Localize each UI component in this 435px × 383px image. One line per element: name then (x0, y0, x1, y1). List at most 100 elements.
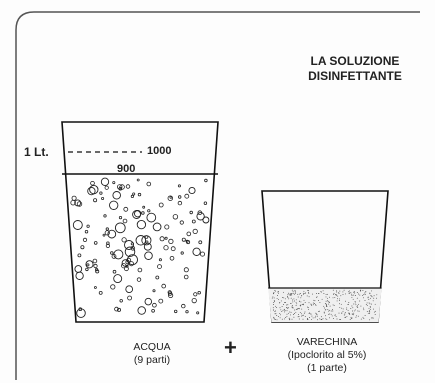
speckle-dot (357, 307, 359, 308)
speckle-dot (366, 311, 368, 313)
speckle-dot (290, 294, 292, 296)
speckle-dot (351, 295, 353, 296)
speckle-dot (301, 308, 303, 310)
bubble (141, 235, 152, 246)
speckle-dot (326, 306, 328, 307)
speckle-dot (338, 312, 340, 314)
bubble (76, 308, 86, 318)
speckle-dot (285, 302, 286, 303)
bubble (89, 184, 99, 195)
bubble (141, 211, 145, 215)
speckle-dot (273, 317, 275, 319)
speckle-dot (354, 302, 356, 304)
speckle-dot (282, 297, 284, 299)
speckle-dot (281, 306, 283, 307)
speckle-dot (307, 306, 309, 308)
speckle-dot (346, 315, 348, 317)
speckle-dot (298, 316, 300, 318)
speckle-dot (281, 311, 283, 312)
speckle-dot (315, 296, 317, 298)
speckle-dot (320, 316, 322, 318)
level-1000-label: 1000 (147, 145, 172, 157)
speckle-dot (290, 311, 292, 313)
bubble (184, 193, 190, 199)
speckle-dot (348, 291, 350, 293)
speckle-dot (316, 296, 318, 298)
speckle-dot (341, 307, 343, 309)
speckle-dot (309, 317, 311, 318)
bubble (204, 178, 208, 183)
bubble (119, 184, 125, 190)
speckle-dot (310, 303, 312, 305)
speckle-dot (295, 301, 297, 303)
speckle-dot (332, 289, 334, 291)
bubble (198, 240, 203, 245)
speckle-dot (327, 309, 329, 311)
speckle-dot (329, 309, 330, 311)
bubble (107, 229, 117, 239)
speckle-dot (287, 294, 289, 296)
speckle-dot (308, 308, 310, 310)
water-fill (62, 174, 218, 322)
speckle-dot (310, 318, 312, 320)
speckle-dot (279, 312, 281, 314)
speckle-dot (307, 306, 308, 308)
speckle-dot (340, 319, 341, 321)
speckle-dot (273, 304, 275, 305)
speckle-dot (274, 310, 276, 312)
speckle-dot (328, 301, 330, 303)
speckle-dot (317, 310, 319, 312)
speckle-dot (339, 298, 341, 300)
speckle-dot (360, 305, 362, 307)
speckle-dot (316, 293, 318, 294)
speckle-dot (366, 302, 368, 304)
bubble (169, 255, 175, 261)
bubble (72, 220, 83, 230)
speckle-dot (294, 291, 296, 293)
speckle-dot (306, 295, 308, 297)
speckle-dot (293, 316, 295, 318)
speckle-dot (274, 305, 276, 307)
speckle-dot (306, 318, 308, 320)
speckle-dot (369, 293, 371, 295)
speckle-dot (292, 299, 293, 301)
speckle-dot (292, 314, 294, 315)
speckle-dot (369, 306, 371, 308)
speckle-dot (274, 311, 276, 312)
bubble (136, 178, 140, 182)
speckle-dot (291, 305, 293, 306)
speckle-dot (336, 291, 338, 293)
speckle-dot (320, 290, 322, 292)
speckle-dot (349, 292, 351, 294)
speckle-dot (365, 304, 367, 305)
bubble (87, 186, 96, 196)
speckle-dot (363, 309, 365, 311)
bubble (180, 251, 184, 255)
speckle-dot (371, 296, 373, 298)
bubble (179, 220, 184, 225)
speckle-dot (329, 305, 331, 307)
bubble (192, 228, 198, 234)
speckle-dot (312, 302, 314, 304)
speckle-dot (304, 311, 306, 313)
speckle-dot (325, 300, 327, 302)
speckle-dot (288, 293, 290, 295)
speckle-dot (335, 315, 337, 317)
bubble (164, 224, 170, 230)
bubble (121, 237, 127, 243)
bubble (196, 212, 205, 221)
speckle-dot (327, 300, 329, 302)
speckle-dot (315, 304, 317, 306)
speckle-dot (300, 304, 302, 306)
speckle-dot (282, 309, 284, 311)
bubble (80, 245, 85, 250)
speckle-dot (374, 314, 376, 316)
speckle-dot (305, 292, 307, 294)
bubble (71, 195, 77, 201)
speckle-dot (363, 307, 364, 309)
speckle-dot (296, 308, 298, 310)
speckle-dot (369, 303, 371, 305)
bubble (127, 295, 133, 301)
speckle-dot (342, 308, 344, 310)
speckle-dot (278, 290, 280, 292)
